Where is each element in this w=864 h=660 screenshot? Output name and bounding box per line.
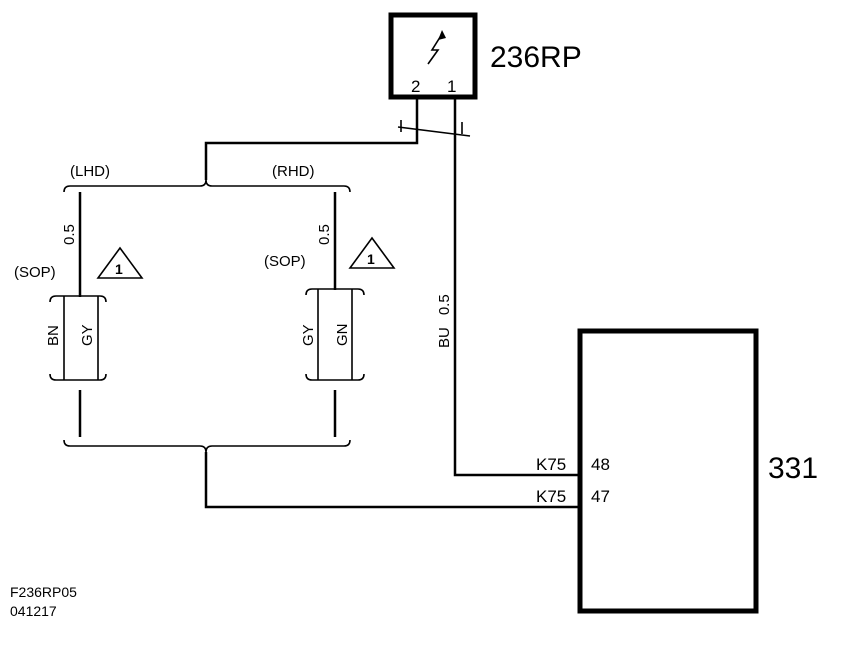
pin-47-connector: K75 [536,487,566,506]
pin-2-label: 2 [411,77,420,96]
figure-code: F236RP05 [10,584,77,600]
rhd-gauge-label: 0.5 [316,224,333,245]
date-code: 041217 [10,603,57,619]
rhd-note-number: 1 [367,251,375,267]
lhd-note-number: 1 [115,261,123,277]
branch-lhd: (LHD) 0.5 (SOP) 1 BN GY [14,163,144,437]
rhd-sop-label: (SOP) [264,253,306,270]
rhd-color-1: GY [300,324,317,346]
component-331-label: 331 [768,452,818,485]
variant-rhd-label: (RHD) [272,163,315,180]
lhd-sop-label: (SOP) [14,264,56,281]
pin-1-label: 1 [447,77,456,96]
wires-236rp [204,97,580,477]
component-236rp: 2 1 236RP [388,12,582,100]
warning-triangle-icon: 1 [96,246,144,279]
variant-merge-bracket [63,439,580,509]
pin-48-connector: K75 [536,455,566,474]
lhd-color-1: BN [45,325,62,346]
wire-bu-label: BU 0.5 [436,294,453,348]
component-331: 331 K75 48 K75 47 [536,328,818,614]
pin-48-number: 48 [591,455,610,474]
lhd-color-2: GY [79,324,96,346]
component-236rp-label: 236RP [490,41,582,74]
variant-split-bracket [63,179,351,193]
warning-triangle-icon: 1 [348,236,396,269]
sensor-lightning-arrow-icon [427,30,446,65]
wire-bu-color: BU [436,327,453,348]
wire-bu-gauge: 0.5 [436,294,453,315]
rhd-color-2: GN [334,324,351,347]
pin-47-number: 47 [591,487,610,506]
variant-lhd-label: (LHD) [70,163,110,180]
lhd-gauge-label: 0.5 [61,224,78,245]
branch-rhd: (RHD) 0.5 (SOP) 1 GY GN [264,163,396,437]
